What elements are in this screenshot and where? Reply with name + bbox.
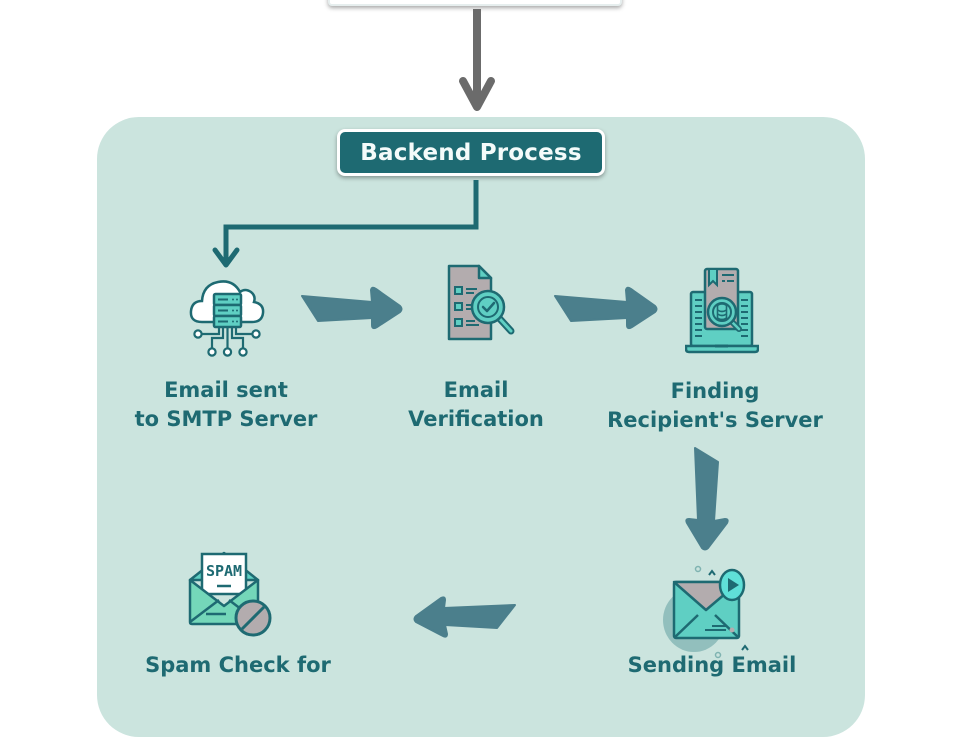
arrow-right-icon <box>554 286 658 330</box>
step-label-line: Sending Email <box>627 653 797 677</box>
arrow-right-icon <box>301 286 403 330</box>
document-magnifier-check-icon <box>447 264 515 341</box>
step-label-line: Email sent <box>164 378 288 402</box>
arrow-down-icon <box>685 447 729 551</box>
elbow-arrow-icon <box>212 180 479 268</box>
spam-text: SPAM <box>206 562 242 580</box>
step-label-line: Finding <box>670 379 760 403</box>
step-label-line: Spam Check for <box>145 653 331 677</box>
spam-envelope-blocked-icon: SPAM <box>188 551 272 637</box>
step-label-smtp: Email sent to SMTP Server <box>135 376 318 434</box>
step-label-verification: Email Verification <box>408 376 544 434</box>
arrow-down-icon <box>459 9 495 111</box>
step-label-line: Recipient's Server <box>607 408 823 432</box>
backend-process-title: Backend Process <box>360 139 582 166</box>
cloud-server-icon <box>189 280 265 357</box>
laptop-database-search-icon <box>685 267 759 354</box>
step-label-recipient-server: Finding Recipient's Server <box>607 377 823 435</box>
arrow-left-icon <box>413 596 516 638</box>
step-label-line: Verification <box>408 407 544 431</box>
step-label-line: to SMTP Server <box>134 407 318 431</box>
entry-arrow <box>459 9 495 111</box>
envelope-send-icon <box>663 565 749 659</box>
previous-step-box <box>328 0 622 6</box>
step-label-sending-email: Sending Email <box>628 651 797 680</box>
step-label-line: Email <box>443 378 509 402</box>
backend-process-header: Backend Process <box>337 129 605 176</box>
step-label-spam-check: Spam Check for <box>145 651 331 680</box>
flow-connectors <box>212 180 729 638</box>
